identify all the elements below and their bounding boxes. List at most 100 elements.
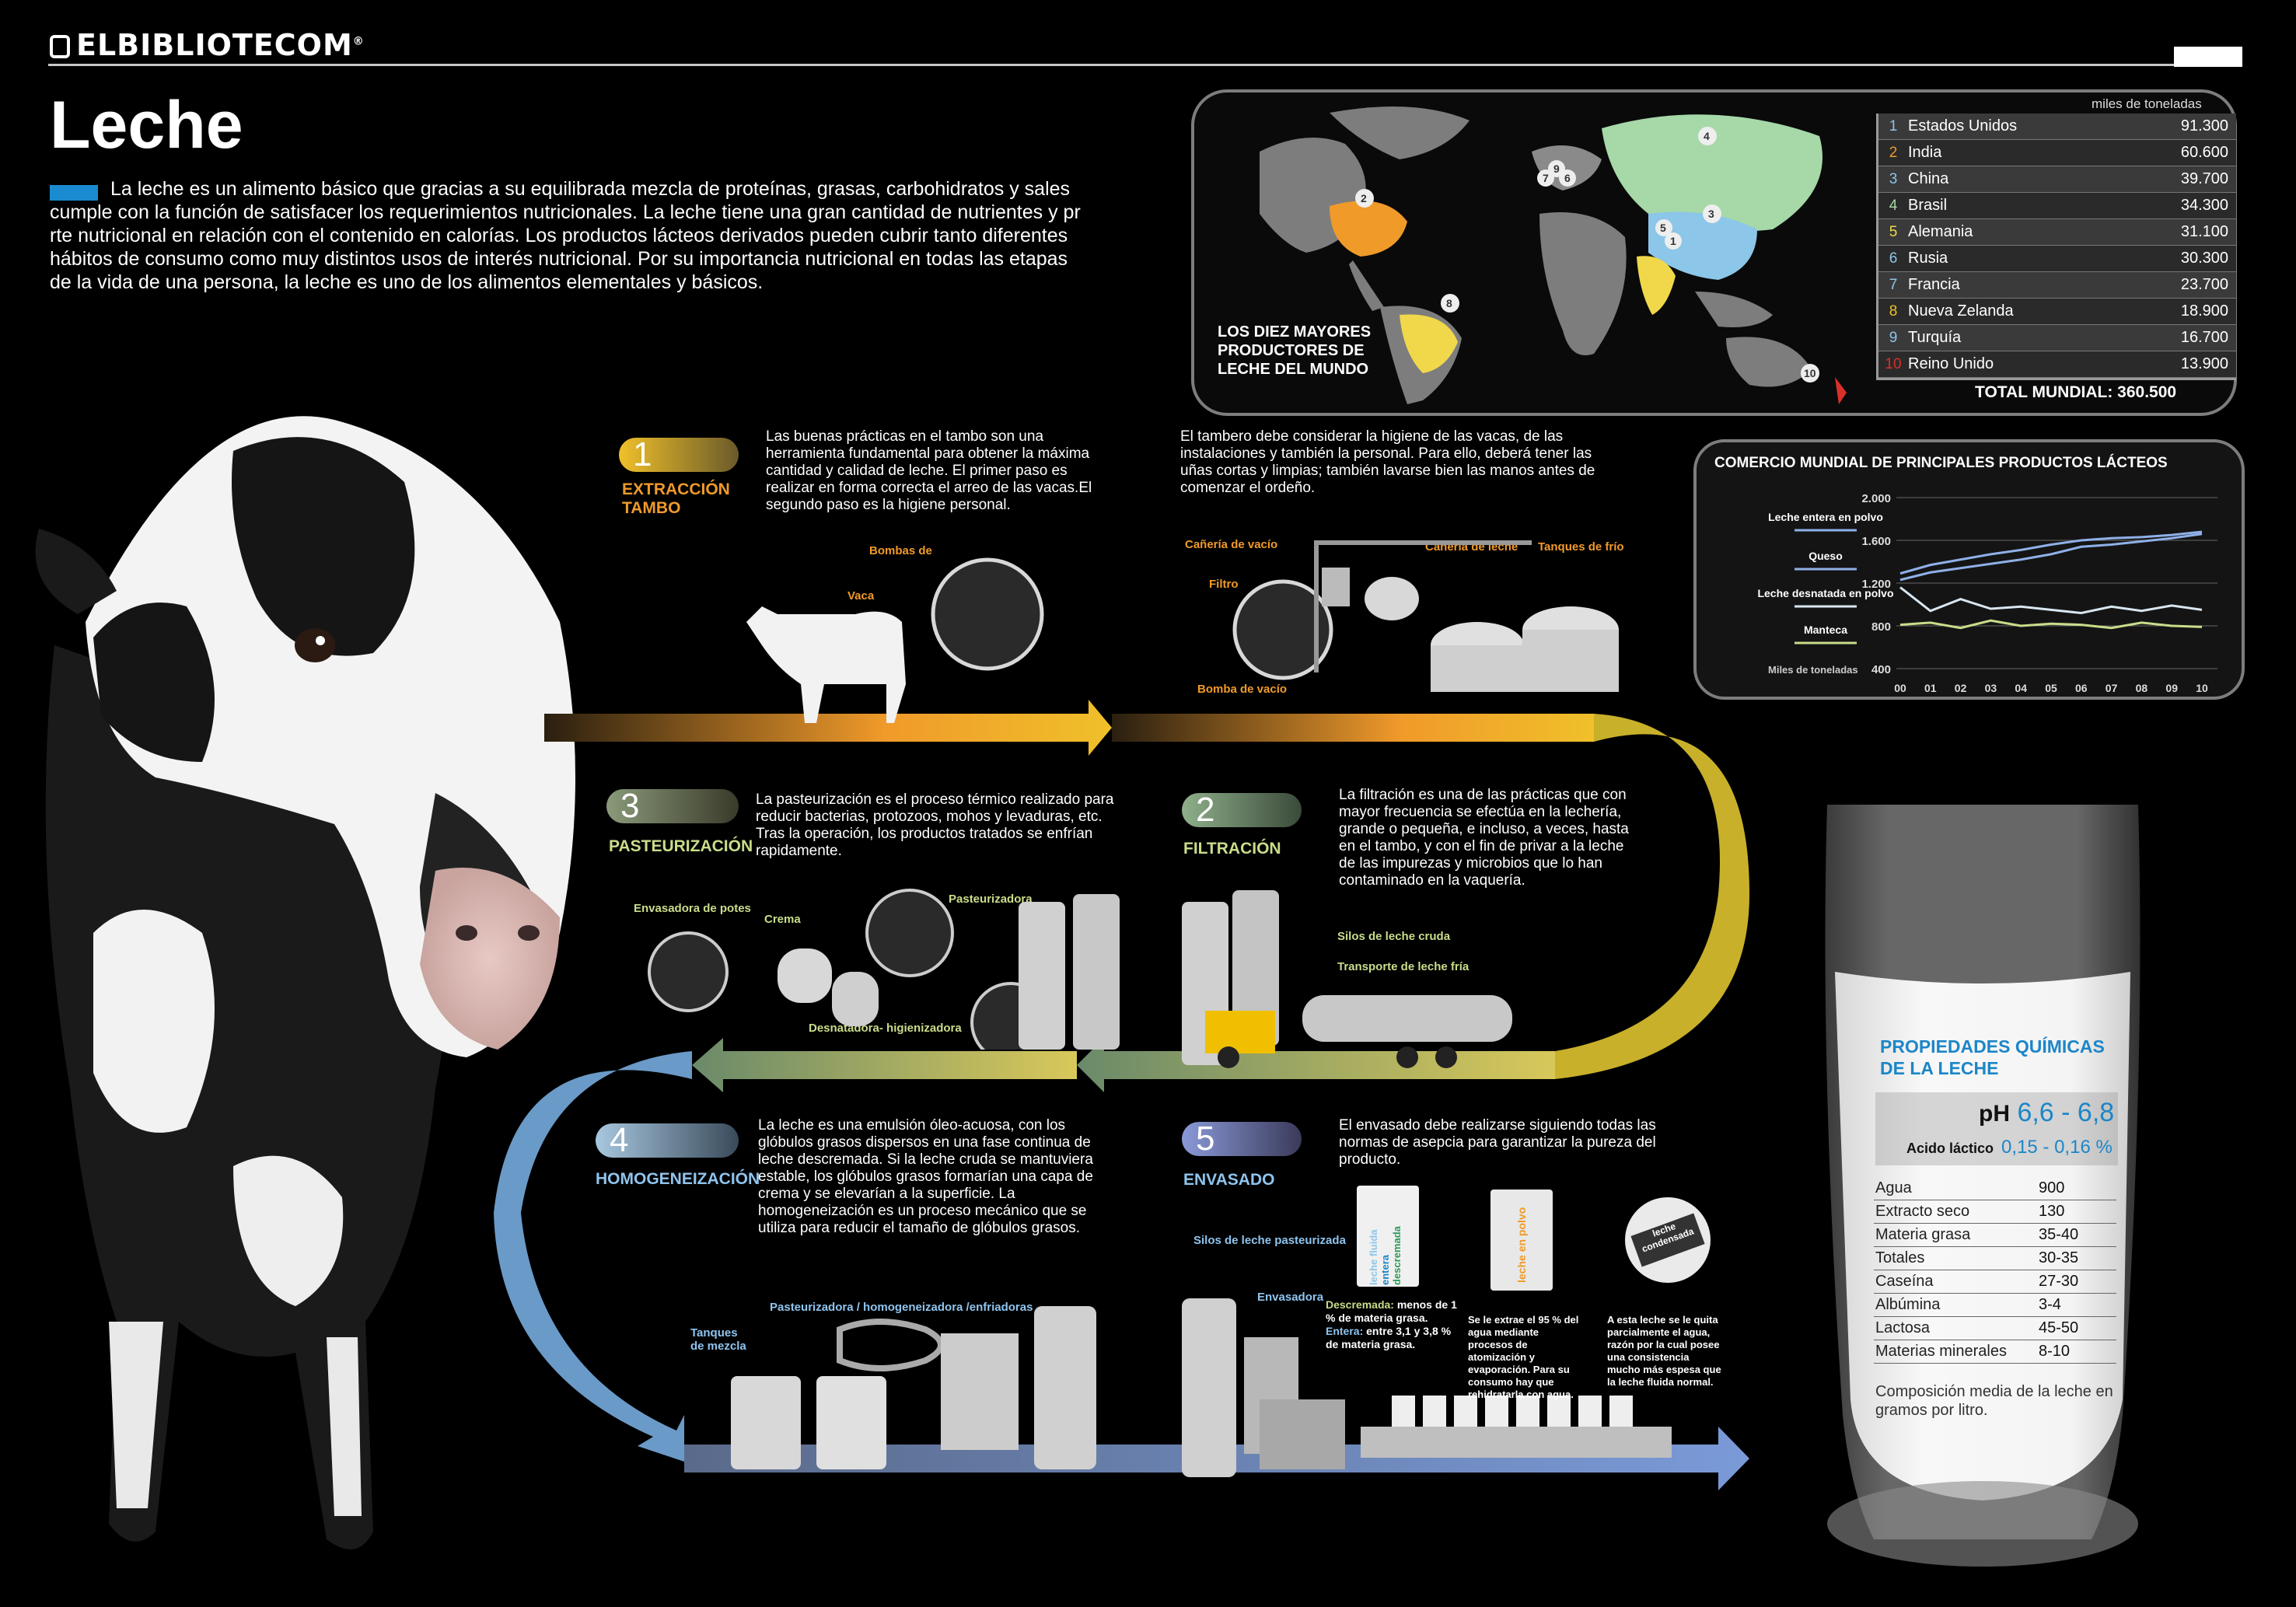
svg-text:1: 1 <box>1670 235 1676 247</box>
tag-envasadora-potes: Envasadora de potes <box>634 902 751 915</box>
china-shape <box>1648 211 1757 280</box>
total-value: 360.500 <box>2117 383 2177 401</box>
russia-shape <box>1602 114 1822 232</box>
packaging-illustration <box>1182 1298 1672 1477</box>
africa-shape <box>1539 212 1627 355</box>
production-value: 91.300 <box>2180 117 2228 134</box>
series-line <box>1899 530 2203 575</box>
arrow-curve-left <box>494 1051 692 1462</box>
pasteurization-illustration <box>648 889 1120 1050</box>
storage-silo-1 <box>1019 902 1065 1050</box>
cow-silhouette <box>746 606 906 723</box>
greenland-shape <box>1330 107 1470 159</box>
component-name: Extracto seco <box>1875 1203 1970 1220</box>
condensed-milk-can: leche condensada <box>1625 1197 1711 1283</box>
map-marker-1 <box>1665 232 1682 250</box>
x-tick-label: 06 <box>2075 682 2088 694</box>
tag-silos-past: Silos de leche pasteurizada <box>1193 1234 1346 1247</box>
y-tick-label: 400 <box>1871 663 1891 676</box>
pasteurized-silo <box>1182 1298 1236 1477</box>
total-row: TOTAL MUNDIAL: 360.500 <box>1975 383 2176 402</box>
production-value: 31.100 <box>2180 223 2228 240</box>
country-name: Turquía <box>1908 329 1962 346</box>
tag-vaca: Vaca <box>847 589 875 603</box>
rank-number: 3 <box>1889 170 1898 187</box>
y-tick-label: 800 <box>1871 620 1891 634</box>
milk-glass-image <box>1825 805 2140 1567</box>
ph-box <box>1875 1092 2118 1165</box>
step2-pill: 2 <box>1182 793 1302 827</box>
tag-pasteurizadora: Pasteurizadora <box>949 893 1033 906</box>
tag-past-homog: Pasteurizadora / homogeneizadora /enfria… <box>770 1301 1033 1314</box>
step3-label: PASTEURIZACIÓN <box>609 837 753 855</box>
svg-text:10: 10 <box>1804 367 1816 379</box>
chart-title: COMERCIO MUNDIAL DE PRINCIPALES PRODUCTO… <box>1714 455 2168 471</box>
rank-number: 4 <box>1889 197 1898 214</box>
brand-logo[interactable]: ELBIBLIOTECOM® <box>50 28 365 62</box>
tag-bomba-vacio: Bomba de vacío <box>1197 683 1288 696</box>
intro-paragraph: La leche es un alimento básico que graci… <box>50 178 1081 293</box>
x-tick-label: 08 <box>2136 682 2148 694</box>
step4-pill: 4 <box>596 1123 739 1158</box>
tag-silos-cruda: Silos de leche cruda <box>1337 930 1451 943</box>
step5-pill: 5 <box>1182 1122 1302 1156</box>
svg-text:7: 7 <box>1543 172 1549 184</box>
rank-number: 6 <box>1889 250 1898 267</box>
milker-detail <box>931 557 1044 671</box>
x-tick-label: 00 <box>1894 682 1906 694</box>
x-tick-label: 05 <box>2045 682 2057 694</box>
map-marker-10 <box>1801 364 1819 383</box>
country-name: Alemania <box>1908 223 1973 240</box>
vacuum-pump <box>1322 568 1350 606</box>
page-title: Leche <box>50 88 243 162</box>
fluid-milk-carton: leche fluida entera descremada <box>1357 1186 1419 1287</box>
y-tick-label: 1.600 <box>1861 535 1891 548</box>
country-name: Rusia <box>1908 250 1948 267</box>
step1-pill: 1 <box>619 438 739 472</box>
new-zealand-shape <box>1835 377 1847 404</box>
step5-text: El envasado debe realizarse siguiendo to… <box>1339 1117 1656 1168</box>
arrow-step1-b <box>1112 714 1594 742</box>
x-tick-label: 07 <box>2106 682 2118 694</box>
rank-number: 9 <box>1889 329 1898 346</box>
y-tick-label: 2.000 <box>1861 492 1891 505</box>
map-marker-8 <box>1441 294 1459 313</box>
component-value: 27-30 <box>2039 1273 2079 1290</box>
x-tick-label: 02 <box>1955 682 1967 694</box>
storage-silo-2 <box>1073 894 1120 1050</box>
composition-note: Composición media de la leche en gramos … <box>1875 1383 2113 1419</box>
conveyor <box>1361 1427 1672 1458</box>
pasteurizer-detail <box>865 889 954 977</box>
component-value: 130 <box>2039 1203 2065 1220</box>
x-tick-label: 10 <box>2196 682 2208 694</box>
step4-label: HOMOGENEIZACIÓN <box>596 1170 760 1188</box>
rank-number: 5 <box>1889 223 1898 240</box>
powder-milk-box: leche en polvo <box>1490 1190 1553 1291</box>
map-marker-5 <box>1655 219 1672 236</box>
central-america-shape <box>1349 260 1384 311</box>
production-value: 13.900 <box>2180 355 2228 372</box>
series-line <box>1899 586 2203 615</box>
cow-image <box>35 416 575 1549</box>
milk-pipe-tank <box>1365 577 1419 620</box>
x-tick-label: 09 <box>2165 682 2178 694</box>
step1-text2: El tambero debe considerar la higiene de… <box>1180 428 1595 496</box>
production-value: 18.900 <box>2180 302 2228 320</box>
mix-tank-1 <box>731 1376 801 1469</box>
mix-tank-2 <box>816 1376 886 1469</box>
component-value: 8-10 <box>2039 1343 2071 1360</box>
process-flow <box>494 700 1749 1490</box>
chart-panel <box>1693 439 2245 700</box>
tag-bombas: Bombas de <box>869 544 932 557</box>
